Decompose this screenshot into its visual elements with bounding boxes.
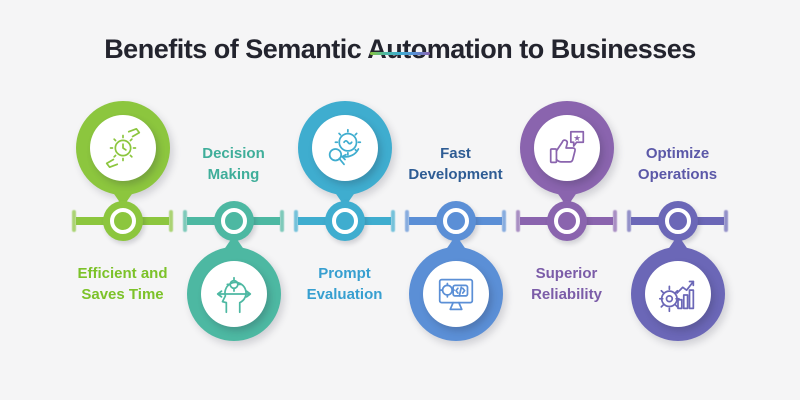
item-label-efficient-time: Efficient and Saves Time [77,265,168,303]
pin-fast-development [408,247,503,341]
timeline-node [324,201,365,241]
timeline-segment [178,195,289,247]
monitor-code-development-icon [422,261,489,327]
pin-superior-reliability: ★ [519,101,614,195]
timeline-item-optimize-operations: Optimize Operations [622,85,733,397]
timeline-node [102,201,143,241]
item-label-optimize-operations: Optimize Operations [637,145,718,183]
gear-magnifier-evaluation-icon [311,115,378,181]
pin-efficient-time [75,101,170,195]
timeline-item-prompt-evaluation: Prompt Evaluation [289,85,400,397]
timeline-item-efficient-time: Efficient and Saves Time [67,85,178,397]
timeline-segment [67,195,178,247]
timeline-item-fast-development: Fast Development [400,85,511,397]
svg-text:★: ★ [573,134,581,144]
timeline-segment [400,195,511,247]
hands-clock-efficiency-icon [89,115,156,181]
item-label-superior-reliability: Superior Reliability [531,265,602,303]
item-label-decision-making: Decision Making [202,145,265,183]
thumbsup-star-reliability-icon: ★ [533,115,600,181]
title-underline [370,52,430,55]
pin-optimize-operations [630,247,725,341]
timeline-board: Efficient and Saves Time Decision Making [67,85,733,397]
item-label-fast-development: Fast Development [408,145,503,183]
timeline-item-decision-making: Decision Making [178,85,289,397]
timeline-node [546,201,587,241]
timeline-item-superior-reliability: ★ Superior Reliability [511,85,622,397]
timeline-segment [289,195,400,247]
timeline-segment [511,195,622,247]
pin-prompt-evaluation [297,101,392,195]
gear-chart-optimization-icon [644,261,711,327]
page-title: Benefits of Semantic Automation to Busin… [104,34,696,65]
pin-decision-making [186,247,281,341]
item-label-prompt-evaluation: Prompt Evaluation [306,265,383,303]
head-gear-decision-icon [200,261,267,327]
